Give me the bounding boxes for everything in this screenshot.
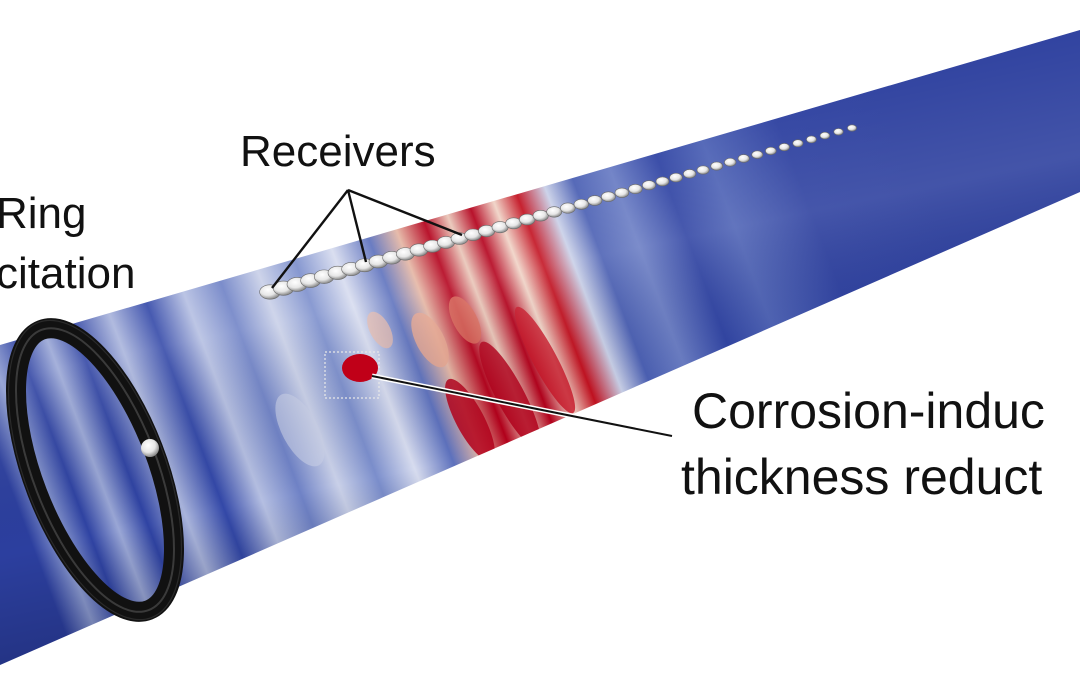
receiver-sensor [833,128,844,136]
receiver-sensor [642,180,656,191]
receiver-sensor [696,165,710,175]
receiver-sensor [655,176,670,187]
receiver-sensor [724,157,737,167]
corrosion-label-line1: Corrosion-induc [692,383,1045,439]
ring-source-ball [141,439,159,457]
receiver-sensor [792,139,804,148]
receiver-sensor [710,161,723,171]
receiver-sensor [765,146,777,155]
receiver-sensor [614,187,630,198]
receiver-sensor [532,210,549,222]
receiver-sensor [628,184,643,194]
ring-excitation-label-line2: citation [0,249,136,298]
receivers-label: Receivers [240,127,436,176]
receiver-sensor [737,154,750,163]
ring-excitation [6,318,184,622]
receiver-sensor [573,198,589,210]
receiver-sensor [669,172,683,183]
receiver-sensor [751,150,764,159]
receiver-sensor [601,191,616,202]
receivers-leader-lines [271,188,463,289]
receiver-sensor [778,143,790,152]
defect-marker [342,354,378,382]
receiver-sensor [847,124,857,132]
receiver-array [259,124,857,300]
receiver-sensor [519,213,536,226]
receiver-sensor [806,135,817,144]
receiver-sensor [819,131,831,140]
corrosion-label-line2: thickness reduct [681,449,1043,505]
receiver-sensor [560,202,576,214]
ring-excitation-label-line1: Ring [0,189,87,238]
receiver-sensor [683,169,697,179]
receiver-sensor [587,195,603,206]
receiver-sensor [546,206,563,218]
